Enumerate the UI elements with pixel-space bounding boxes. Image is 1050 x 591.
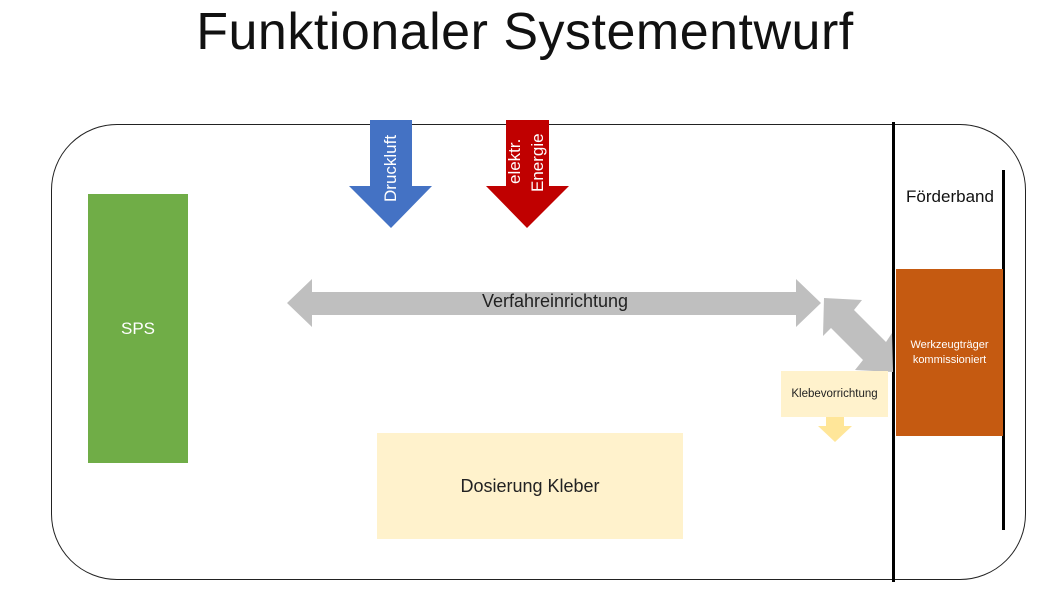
energie-label-line2: Energie: [528, 133, 547, 192]
verfahreinrichtung-arrow: [287, 279, 821, 327]
werkzeugtraeger-label-line2: kommissioniert: [912, 353, 987, 366]
dosierung-label: Dosierung Kleber: [460, 475, 600, 496]
dosierung-kleber-block: Dosierung Kleber: [377, 433, 683, 539]
verfahreinrichtung-label: Verfahreinrichtung: [481, 291, 629, 311]
energie-label-line1: elektr.: [505, 138, 524, 184]
sps-block: SPS: [88, 194, 188, 463]
diagram-title: Funktionaler Systementwurf: [196, 3, 854, 61]
energie-arrow: [486, 120, 569, 228]
druckluft-arrow: [349, 120, 432, 228]
diagonal-double-arrow: [823, 298, 893, 372]
werkzeugtraeger-label-line1: Werkzeugträger: [910, 338, 989, 351]
werkzeugtraeger-block: Werkzeugträger kommissioniert: [896, 269, 1003, 436]
conveyor-right-rail: [1002, 170, 1005, 530]
klebevorrichtung-block: Klebevorrichtung: [781, 371, 888, 417]
druckluft-label: Druckluft: [381, 134, 400, 202]
klebevorrichtung-label: Klebevorrichtung: [791, 388, 878, 400]
conveyor-left-rail: [892, 122, 895, 582]
klebe-down-arrow: [818, 417, 852, 442]
sps-label: SPS: [120, 318, 156, 338]
foerderband-label: Förderband: [906, 187, 994, 206]
